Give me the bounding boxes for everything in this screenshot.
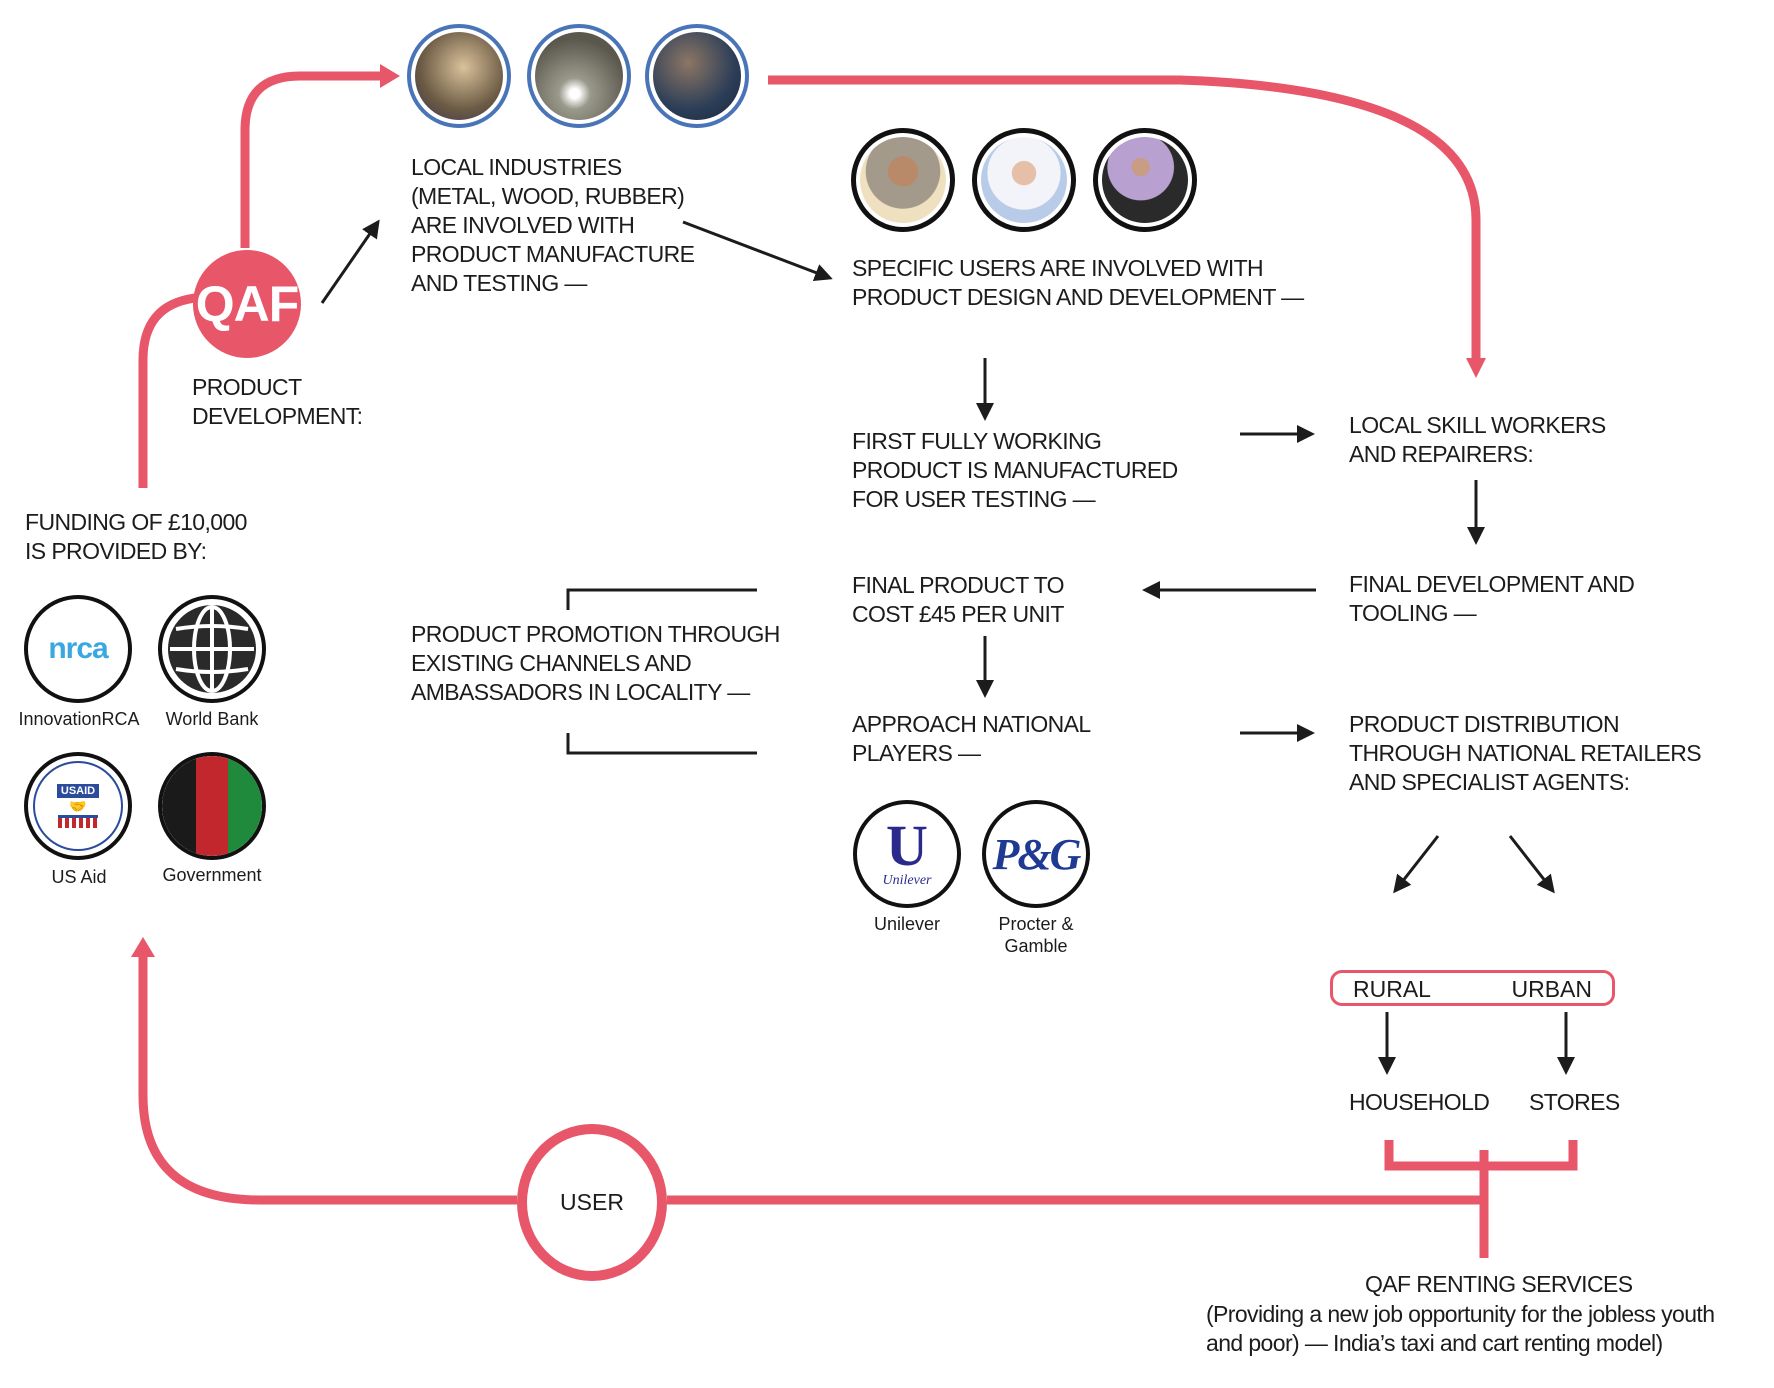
provider-name: Government: [162, 865, 262, 885]
promotion-text: PRODUCT PROMOTION THROUGH EXISTING CHANN…: [411, 621, 780, 705]
distribution-text: PRODUCT DISTRIBUTION THROUGH NATIONAL RE…: [1349, 711, 1702, 795]
globe-icon: [168, 605, 256, 693]
pg-icon: P&G: [992, 829, 1082, 879]
segment-box: RURAL URBAN: [1330, 970, 1615, 1006]
funding-title: FUNDING OF £10,000 IS PROVIDED BY:: [25, 509, 247, 564]
usaid-logo: USAID 🤝: [24, 752, 132, 860]
usaid-icon: USAID: [56, 784, 100, 798]
stripes-icon: [58, 815, 98, 828]
renting-description: (Providing a new job opportunity for the…: [1206, 1301, 1715, 1356]
promotion-bracket-top: [566, 588, 757, 610]
final-dev-text: FINAL DEVELOPMENT AND TOOLING —: [1349, 571, 1635, 626]
industry-photo-welder: [527, 24, 631, 128]
arrowhead-user-return: [131, 937, 155, 957]
local-skill-text: LOCAL SKILL WORKERS AND REPAIRERS:: [1349, 412, 1606, 467]
arrow-distribution-to-urban: [1508, 835, 1555, 894]
target-household: HOUSEHOLD: [1349, 1089, 1490, 1115]
local-industries-text: LOCAL INDUSTRIES (METAL, WOOD, RUBBER) A…: [411, 154, 695, 296]
final-product-text: FINAL PRODUCT TO COST £45 PER UNIT: [852, 572, 1065, 627]
funding-to-qaf-line: [138, 293, 196, 488]
user-photo-girl: [972, 128, 1076, 232]
renting-title: QAF RENTING SERVICES: [1365, 1271, 1633, 1297]
industries-to-skill-line: [768, 75, 1481, 360]
user-photo-man: [851, 128, 955, 232]
player-name: Unilever: [873, 914, 941, 934]
provider-name: US Aid: [51, 867, 107, 887]
promotion-bracket-bottom: [566, 733, 757, 755]
arrowhead-industries: [380, 64, 400, 88]
arrowhead-skill: [1466, 358, 1486, 378]
user-node: USER: [517, 1124, 667, 1281]
pg-logo: P&G: [982, 800, 1090, 908]
government-logo: [158, 752, 266, 860]
first-product-text: FIRST FULLY WORKING PRODUCT IS MANUFACTU…: [852, 428, 1178, 512]
industry-photo-metalworker: [645, 24, 749, 128]
approach-text: APPROACH NATIONAL PLAYERS —: [852, 711, 1091, 766]
household-stores-bracket: [1384, 1140, 1578, 1171]
world-bank-logo: [158, 595, 266, 703]
nrca-icon: nrca: [48, 632, 108, 665]
unilever-logo: U Unilever: [853, 800, 961, 908]
qaf-label: QAF: [195, 276, 300, 332]
handshake-icon: 🤝: [69, 798, 87, 814]
qaf-to-industries-line: [240, 71, 380, 248]
arrow-distribution-to-rural: [1393, 835, 1440, 894]
provider-name: World Bank: [165, 709, 259, 729]
industry-photo-woodworker: [407, 24, 511, 128]
unilever-wordmark: Unilever: [882, 873, 932, 888]
arrow-industries-to-users: [682, 220, 833, 282]
unilever-u-icon: U: [886, 813, 928, 878]
segment-rural: RURAL: [1353, 976, 1431, 1002]
user-label: USER: [560, 1189, 624, 1215]
specific-users-text: SPECIFIC USERS ARE INVOLVED WITH PRODUCT…: [852, 255, 1304, 310]
qaf-node: QAF: [193, 250, 301, 358]
innovationrca-logo: nrca: [24, 595, 132, 703]
provider-name: InnovationRCA: [18, 709, 140, 729]
afghan-flag-icon: [162, 756, 262, 856]
segment-urban: URBAN: [1511, 976, 1592, 1002]
arrow-qaf-to-industries: [320, 219, 380, 304]
product-development-caption: PRODUCT DEVELOPMENT:: [192, 374, 363, 429]
user-photo-woman: [1093, 128, 1197, 232]
target-stores: STORES: [1529, 1089, 1620, 1115]
user-return-line: [138, 955, 517, 1205]
player-name: Procter & Gamble: [998, 914, 1074, 956]
